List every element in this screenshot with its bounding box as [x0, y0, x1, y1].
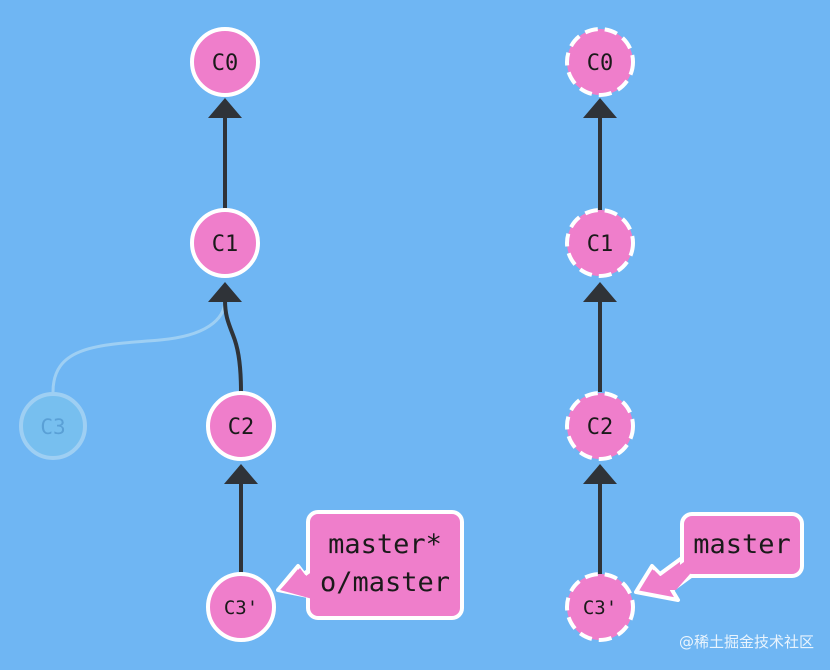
remote-commit-node-c2[interactable]: C2 — [565, 391, 635, 461]
watermark: @稀土掘金技术社区 — [678, 633, 814, 651]
remote-commit-label-c1: C1 — [587, 232, 614, 257]
remote-branch-label-line1: master — [693, 529, 791, 560]
remote-arrow-c1-c0 — [583, 98, 617, 118]
commit-node-c1[interactable]: C1 — [190, 208, 260, 278]
commit-label-c1: C1 — [212, 232, 239, 257]
remote-commit-label-c3: C3' — [583, 597, 617, 619]
branch-label-box[interactable] — [306, 510, 464, 620]
commit-label-c0: C0 — [212, 51, 239, 76]
remote-commit-label-c0: C0 — [587, 51, 614, 76]
remote-branch-label-box[interactable] — [680, 512, 804, 578]
commit-label-c3: C3' — [224, 597, 258, 619]
arrow-c1-c0 — [208, 98, 242, 118]
remote-commit-node-c0[interactable]: C0 — [565, 27, 635, 97]
remote-commit-node-c1[interactable]: C1 — [565, 208, 635, 278]
commit-label-orphan: C3 — [40, 415, 65, 439]
remote-repo: C0 C1 C2 C3' master — [565, 27, 804, 642]
commit-node-c2[interactable]: C2 — [206, 391, 276, 461]
remote-commit-label-c2: C2 — [587, 415, 614, 440]
remote-arrow-c3-c2 — [583, 464, 617, 484]
commit-node-orphan: C3 — [19, 392, 87, 460]
branch-label-line2: o/master — [320, 567, 450, 598]
commit-node-c3[interactable]: C3' — [206, 572, 276, 642]
edge-c2-c1 — [223, 299, 243, 393]
arrow-c2-c1 — [208, 282, 242, 302]
commit-node-c0[interactable]: C0 — [190, 27, 260, 97]
remote-branch-pointer-arrow-front — [640, 562, 690, 590]
orphan-edge — [51, 298, 227, 394]
branch-pointer-arrow-front — [280, 566, 320, 600]
local-repo: C3 C0 C1 C2 C3' master* — [19, 27, 464, 642]
remote-commit-node-c3[interactable]: C3' — [565, 572, 635, 642]
branch-label-line1: master* — [328, 529, 442, 560]
remote-arrow-c2-c1 — [583, 282, 617, 302]
arrow-c3-c2 — [224, 464, 258, 484]
commit-label-c2: C2 — [228, 415, 255, 440]
